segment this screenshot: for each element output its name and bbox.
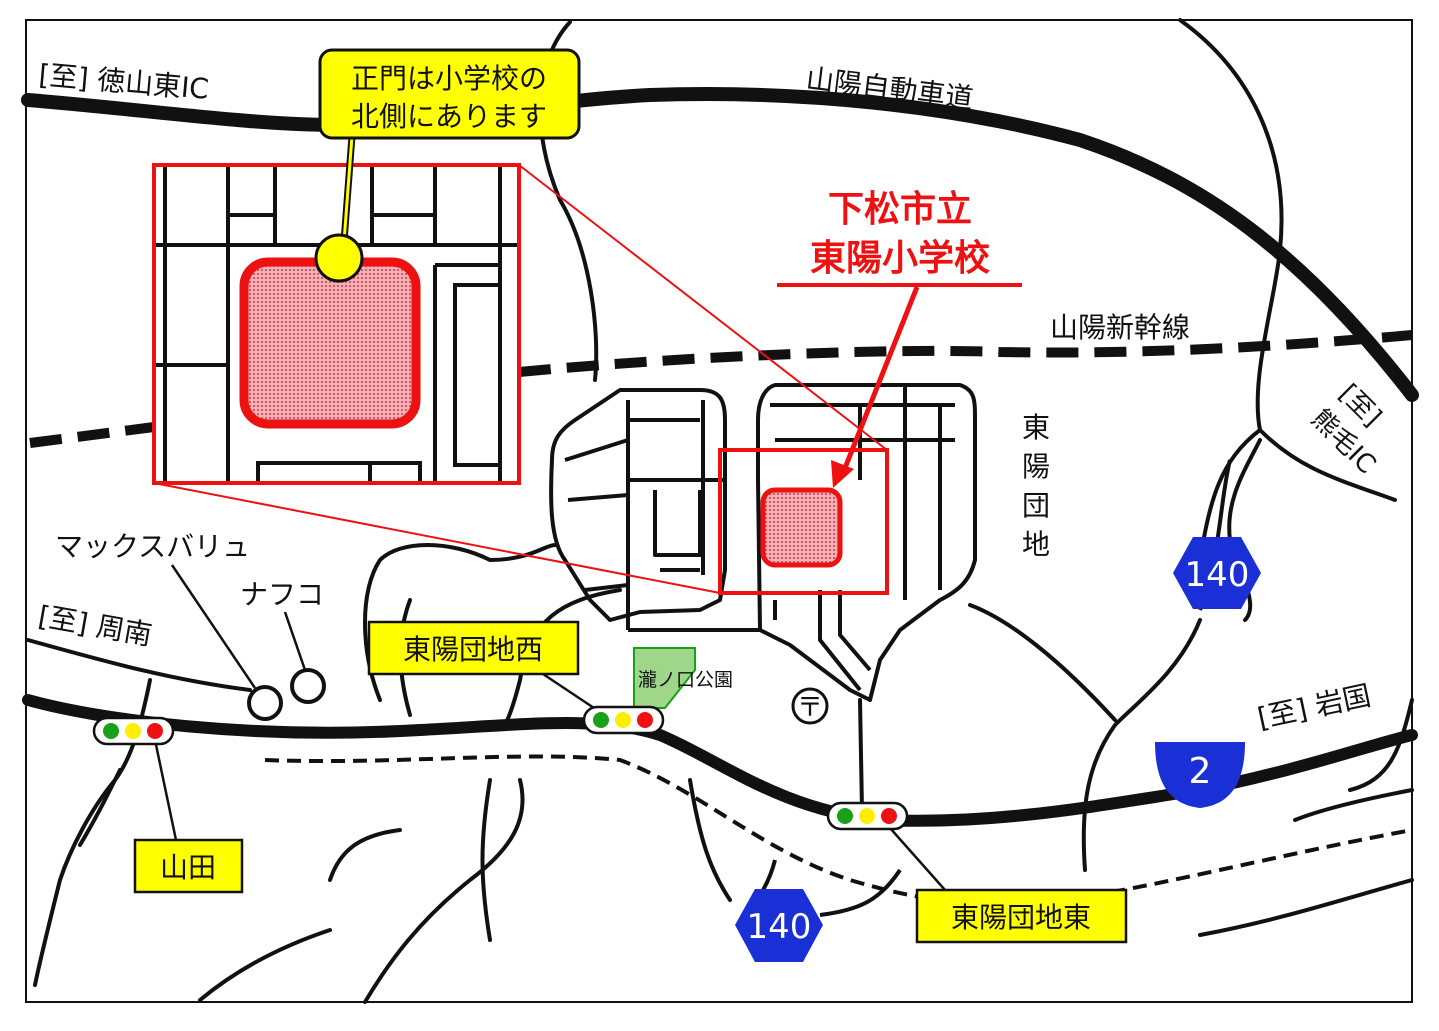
- nafco-marker: [290, 668, 326, 704]
- inset-enlarged-view: [152, 163, 521, 485]
- main-gate-callout: 正門は小学校の 北側にあります: [314, 48, 581, 283]
- label-maxvalu: マックスバリュ: [55, 530, 250, 563]
- label-park: 瀧ノ口公園: [638, 669, 733, 691]
- school-arrowhead: [831, 460, 854, 488]
- local-railway-line: [264, 754, 1413, 908]
- label-shinkansen: 山陽新幹線: [1050, 311, 1190, 344]
- store-leaders: [170, 564, 307, 689]
- label-toyo-danchi: 東 陽 団 地: [1022, 411, 1059, 561]
- west-town-blocks: [549, 388, 760, 632]
- route-2-number: 2: [1189, 751, 1212, 792]
- signal-yamada-label: 山田: [160, 851, 216, 884]
- maxvalu-marker: [247, 685, 283, 721]
- inset-school-marker: [239, 257, 421, 429]
- signal-toyo-danchi-east: 東陽団地東: [826, 801, 1128, 944]
- inset-frame: [152, 163, 521, 485]
- route-140-north-shield: 140: [1173, 537, 1261, 609]
- signal-toyo-danchi-west: 東陽団地西: [367, 620, 665, 735]
- signal-east-label: 東陽団地東: [951, 901, 1091, 934]
- danchi-char-4: 地: [1022, 528, 1050, 561]
- label-nafco: ナフコ: [240, 578, 324, 611]
- post-office-symbol: 〒: [797, 693, 823, 723]
- inset-connector-lines: [153, 164, 888, 594]
- sanyo-expressway: [21, 87, 1419, 402]
- callout-line-1: 正門は小学校の: [351, 62, 547, 95]
- school-marker: [760, 487, 843, 568]
- store-markers: [247, 668, 326, 721]
- route-140-south-shield: 140: [735, 889, 823, 962]
- danchi-char-2: 陽: [1022, 450, 1050, 483]
- takinokuchi-park: [633, 647, 696, 709]
- danchi-char-1: 東: [1022, 411, 1050, 444]
- signal-west-label: 東陽団地西: [403, 633, 543, 666]
- route-140-south-number: 140: [747, 907, 812, 947]
- route-140-north-number: 140: [1185, 555, 1250, 595]
- school-name-line-1: 下松市立: [828, 189, 972, 230]
- signal-yamada: 山田: [92, 716, 244, 894]
- route-2-shield: 2: [1155, 742, 1245, 808]
- school-highlight-frame: [718, 448, 889, 595]
- school-name-line-2: 東陽小学校: [810, 237, 990, 279]
- route-140-link-road: [819, 868, 902, 917]
- danchi-char-3: 団: [1022, 489, 1050, 522]
- school-name-label: 下松市立 東陽小学校: [777, 189, 1022, 488]
- east-town-blocks: [756, 383, 977, 702]
- post-office-icon: 〒: [791, 687, 829, 725]
- main-gate-marker: [314, 233, 364, 283]
- callout-line-2: 北側にあります: [351, 100, 547, 133]
- shinkansen-line: [29, 330, 1413, 448]
